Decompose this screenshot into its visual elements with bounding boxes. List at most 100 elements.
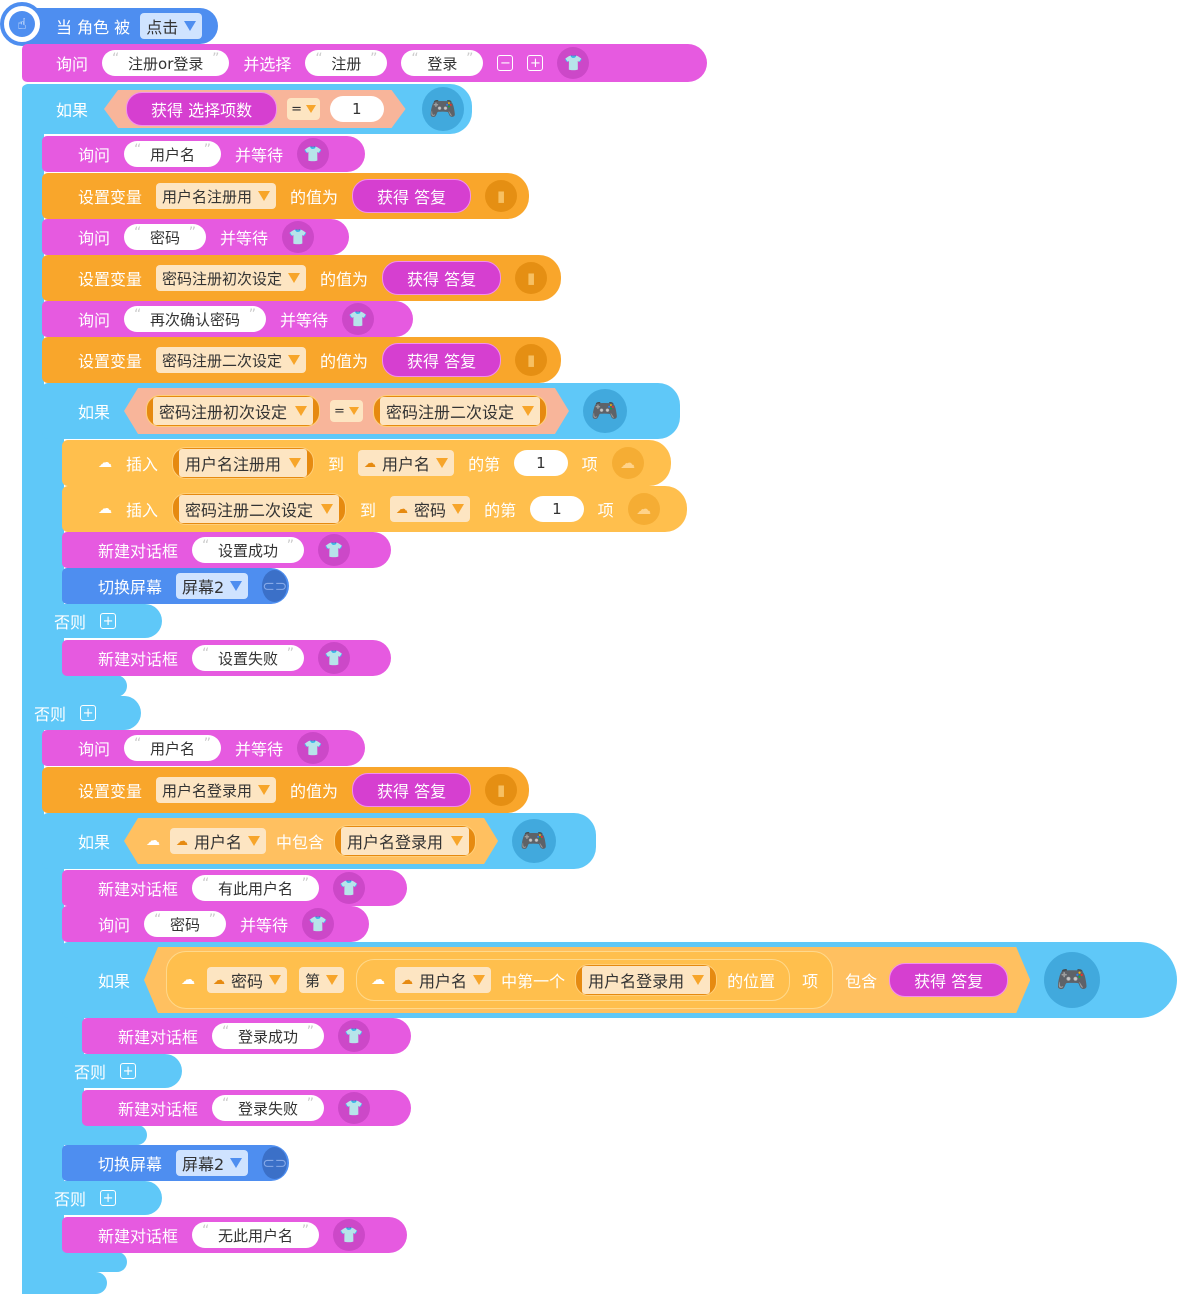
value-input[interactable]: 1 (330, 96, 384, 122)
question-input[interactable]: 再次确认密码 (124, 306, 267, 332)
dialog-block[interactable]: 新建对话框 登录成功 👕 (82, 1018, 411, 1054)
add-else-button[interactable]: + (120, 1063, 137, 1079)
variable-reporter[interactable]: 密码注册二次设定 (172, 493, 347, 525)
ask-password-block[interactable]: 询问 密码 并等待 👕 (42, 219, 349, 255)
variable-reporter[interactable]: 密码注册初次设定 (146, 395, 320, 427)
position-label: 的位置 (727, 972, 776, 991)
operator-dropdown[interactable]: = (330, 400, 363, 422)
dialog-text-input[interactable]: 设置成功 (192, 537, 305, 563)
compare-expression[interactable]: 获得 选择项数 = 1 (104, 90, 406, 128)
event-dropdown[interactable]: 点击 (140, 13, 203, 39)
insert-list-block[interactable]: ☁ 插入 用户名注册用 到 ☁用户名 的第 1 项 ☁ (62, 440, 671, 486)
minus-option-button[interactable]: − (497, 55, 514, 71)
variable-dropdown[interactable]: 用户名登录用 (156, 777, 277, 803)
dialog-block[interactable]: 新建对话框 设置失败 👕 (62, 640, 391, 676)
question-input[interactable]: 用户名 (124, 735, 222, 761)
cloud-icon: ☁ (176, 834, 189, 848)
dialog-block[interactable]: 新建对话框 登录失败 👕 (82, 1090, 411, 1126)
chevron-down-icon (288, 273, 301, 283)
variable-reporter[interactable]: 用户名登录用 (334, 825, 476, 857)
switch-screen-block[interactable]: 切换屏幕 屏幕2 ⊂⊃ (62, 568, 289, 604)
chevron-down-icon (306, 105, 316, 113)
add-else-button[interactable]: + (100, 613, 117, 629)
contains-expression[interactable]: ☁ ☁密码 第 ☁ ☁用户名 中第一个 用户名登录用 的位置 项 包含 获得 答… (144, 947, 1030, 1013)
ask-confirm-block[interactable]: 询问 再次确认密码 并等待 👕 (42, 301, 413, 337)
value-of-label: 的值为 (290, 188, 339, 207)
index-input[interactable]: 1 (530, 496, 584, 522)
variable-reporter[interactable]: 用户名登录用 (575, 964, 717, 996)
dialog-text-input[interactable]: 设置失败 (192, 645, 305, 671)
add-else-button[interactable]: + (100, 1190, 117, 1206)
else-row: 否则 + (62, 1054, 182, 1088)
compare-expression[interactable]: 密码注册初次设定 = 密码注册二次设定 (124, 388, 569, 434)
to-label: 到 (328, 455, 345, 474)
ask-password-block[interactable]: 询问 密码 并等待 👕 (62, 906, 369, 942)
wait-label: 并等待 (235, 146, 284, 165)
dialog-block[interactable]: 新建对话框 有此用户名 👕 (62, 870, 407, 906)
option2-input[interactable]: 登录 (401, 50, 484, 76)
dialog-block[interactable]: 新建对话框 无此用户名 👕 (62, 1217, 407, 1253)
insert-list-block[interactable]: ☁ 插入 密码注册二次设定 到 ☁密码 的第 1 项 ☁ (62, 486, 687, 532)
get-answer-reporter[interactable]: 获得 答复 (352, 773, 472, 807)
list-contains-expression[interactable]: ☁ ☁用户名 中包含 用户名登录用 (124, 818, 498, 864)
index-of-reporter[interactable]: ☁ ☁用户名 中第一个 用户名登录用 的位置 (356, 959, 790, 1001)
set-var-block[interactable]: 设置变量 密码注册初次设定 的值为 获得 答复 ▮ (42, 255, 561, 301)
screen-dropdown[interactable]: 屏幕2 (176, 573, 249, 599)
dialog-text-input[interactable]: 无此用户名 (192, 1222, 320, 1248)
operator-dropdown[interactable]: = (287, 98, 320, 120)
wait-label: 并等待 (220, 229, 269, 248)
chevron-down-icon (289, 458, 302, 468)
set-var-block[interactable]: 设置变量 密码注册二次设定 的值为 获得 答复 ▮ (42, 337, 561, 383)
set-var-block[interactable]: 设置变量 用户名登录用 的值为 获得 答复 ▮ (42, 767, 529, 813)
list-dropdown[interactable]: ☁用户名 (395, 967, 491, 993)
list-dropdown[interactable]: ☁密码 (390, 496, 471, 522)
variable-dropdown[interactable]: 用户名注册用 (156, 183, 277, 209)
variable-reporter[interactable]: 密码注册二次设定 (373, 395, 547, 427)
nth-dropdown[interactable]: 第 (299, 967, 344, 993)
plus-option-button[interactable]: + (527, 55, 544, 71)
question-input[interactable]: 注册or登录 (102, 50, 230, 76)
if1-header[interactable]: 如果 获得 选择项数 = 1 🎮 (22, 84, 472, 134)
screen-dropdown[interactable]: 屏幕2 (176, 1150, 249, 1176)
ask-username-block[interactable]: 询问 用户名 并等待 👕 (42, 730, 365, 766)
question-input[interactable]: 密码 (124, 224, 207, 250)
set-var-label: 设置变量 (78, 782, 143, 801)
list-item-reporter[interactable]: ☁ ☁密码 第 ☁ ☁用户名 中第一个 用户名登录用 的位置 项 (166, 951, 833, 1009)
index-input[interactable]: 1 (514, 450, 568, 476)
get-answer-reporter[interactable]: 获得 答复 (889, 963, 1008, 997)
ask-choice-block[interactable]: 询问 注册or登录 并选择 注册 登录 − + 👕 (22, 44, 707, 82)
get-choice-index-reporter[interactable]: 获得 选择项数 (126, 92, 277, 126)
list-dropdown[interactable]: ☁用户名 (358, 450, 455, 476)
dialog-text-input[interactable]: 登录成功 (212, 1023, 325, 1049)
toggle-icon: ⊂⊃ (262, 1147, 288, 1179)
if4-header[interactable]: 如果 ☁ ☁密码 第 ☁ ☁用户名 中第一个 用户名登录用 的位置 项 包含 获… (62, 942, 1177, 1018)
option1-input[interactable]: 注册 (305, 50, 388, 76)
nth-label: 的第 (468, 455, 501, 474)
get-answer-reporter[interactable]: 获得 答复 (382, 343, 502, 377)
variable-dropdown[interactable]: 密码注册初次设定 (156, 265, 307, 291)
list-dropdown[interactable]: ☁密码 (207, 967, 287, 993)
switch-screen-block[interactable]: 切换屏幕 屏幕2 ⊂⊃ (62, 1145, 289, 1181)
if3-header[interactable]: 如果 ☁ ☁用户名 中包含 用户名登录用 🎮 (42, 813, 596, 869)
if2-cap (42, 675, 127, 697)
if2-header[interactable]: 如果 密码注册初次设定 = 密码注册二次设定 🎮 (42, 383, 680, 439)
add-else-button[interactable]: + (80, 705, 97, 721)
set-var-label: 设置变量 (78, 188, 143, 207)
dialog-block[interactable]: 新建对话框 设置成功 👕 (62, 532, 391, 568)
set-var-block[interactable]: 设置变量 用户名注册用 的值为 获得 答复 ▮ (42, 173, 529, 219)
ask-username-block[interactable]: 询问 用户名 并等待 👕 (42, 136, 365, 172)
get-answer-reporter[interactable]: 获得 答复 (382, 261, 502, 295)
dialog-text-input[interactable]: 登录失败 (212, 1095, 325, 1121)
else-row: 否则 + (42, 604, 162, 638)
chevron-down-icon (258, 785, 271, 795)
variable-dropdown[interactable]: 密码注册二次设定 (156, 347, 307, 373)
first-label: 中第一个 (501, 972, 566, 991)
hat-block-when-clicked[interactable]: 当 角色 被 点击 (10, 8, 218, 44)
list-dropdown[interactable]: ☁用户名 (170, 828, 266, 854)
contains-label: 中包含 (276, 833, 325, 852)
question-input[interactable]: 密码 (144, 911, 227, 937)
dialog-text-input[interactable]: 有此用户名 (192, 875, 320, 901)
get-answer-reporter[interactable]: 获得 答复 (352, 179, 472, 213)
question-input[interactable]: 用户名 (124, 141, 222, 167)
variable-reporter[interactable]: 用户名注册用 (172, 447, 315, 479)
